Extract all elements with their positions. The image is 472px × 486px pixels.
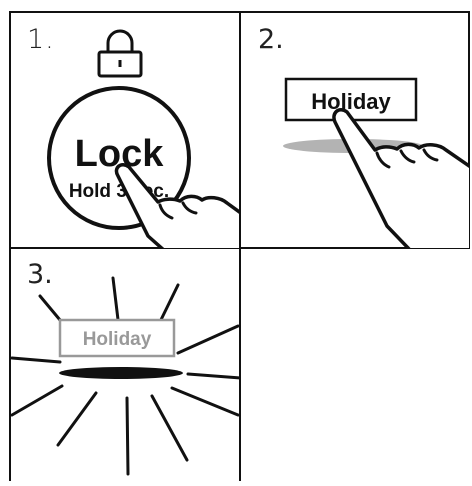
step-3-number: 3. — [27, 259, 53, 290]
holiday-activated-label: Holiday — [83, 329, 152, 350]
step-1-number: 1. — [27, 24, 55, 55]
step-2-number: 2. — [258, 24, 284, 55]
holiday-button-label: Holiday — [311, 89, 391, 114]
pointing-hand-icon — [334, 110, 472, 250]
panel-3: Holiday — [12, 278, 240, 474]
flash-shadow — [59, 367, 183, 379]
panel-2: Holiday — [283, 79, 472, 250]
padlock-icon — [99, 31, 141, 76]
panel-1: Lock Hold 3 sec. — [49, 31, 245, 260]
